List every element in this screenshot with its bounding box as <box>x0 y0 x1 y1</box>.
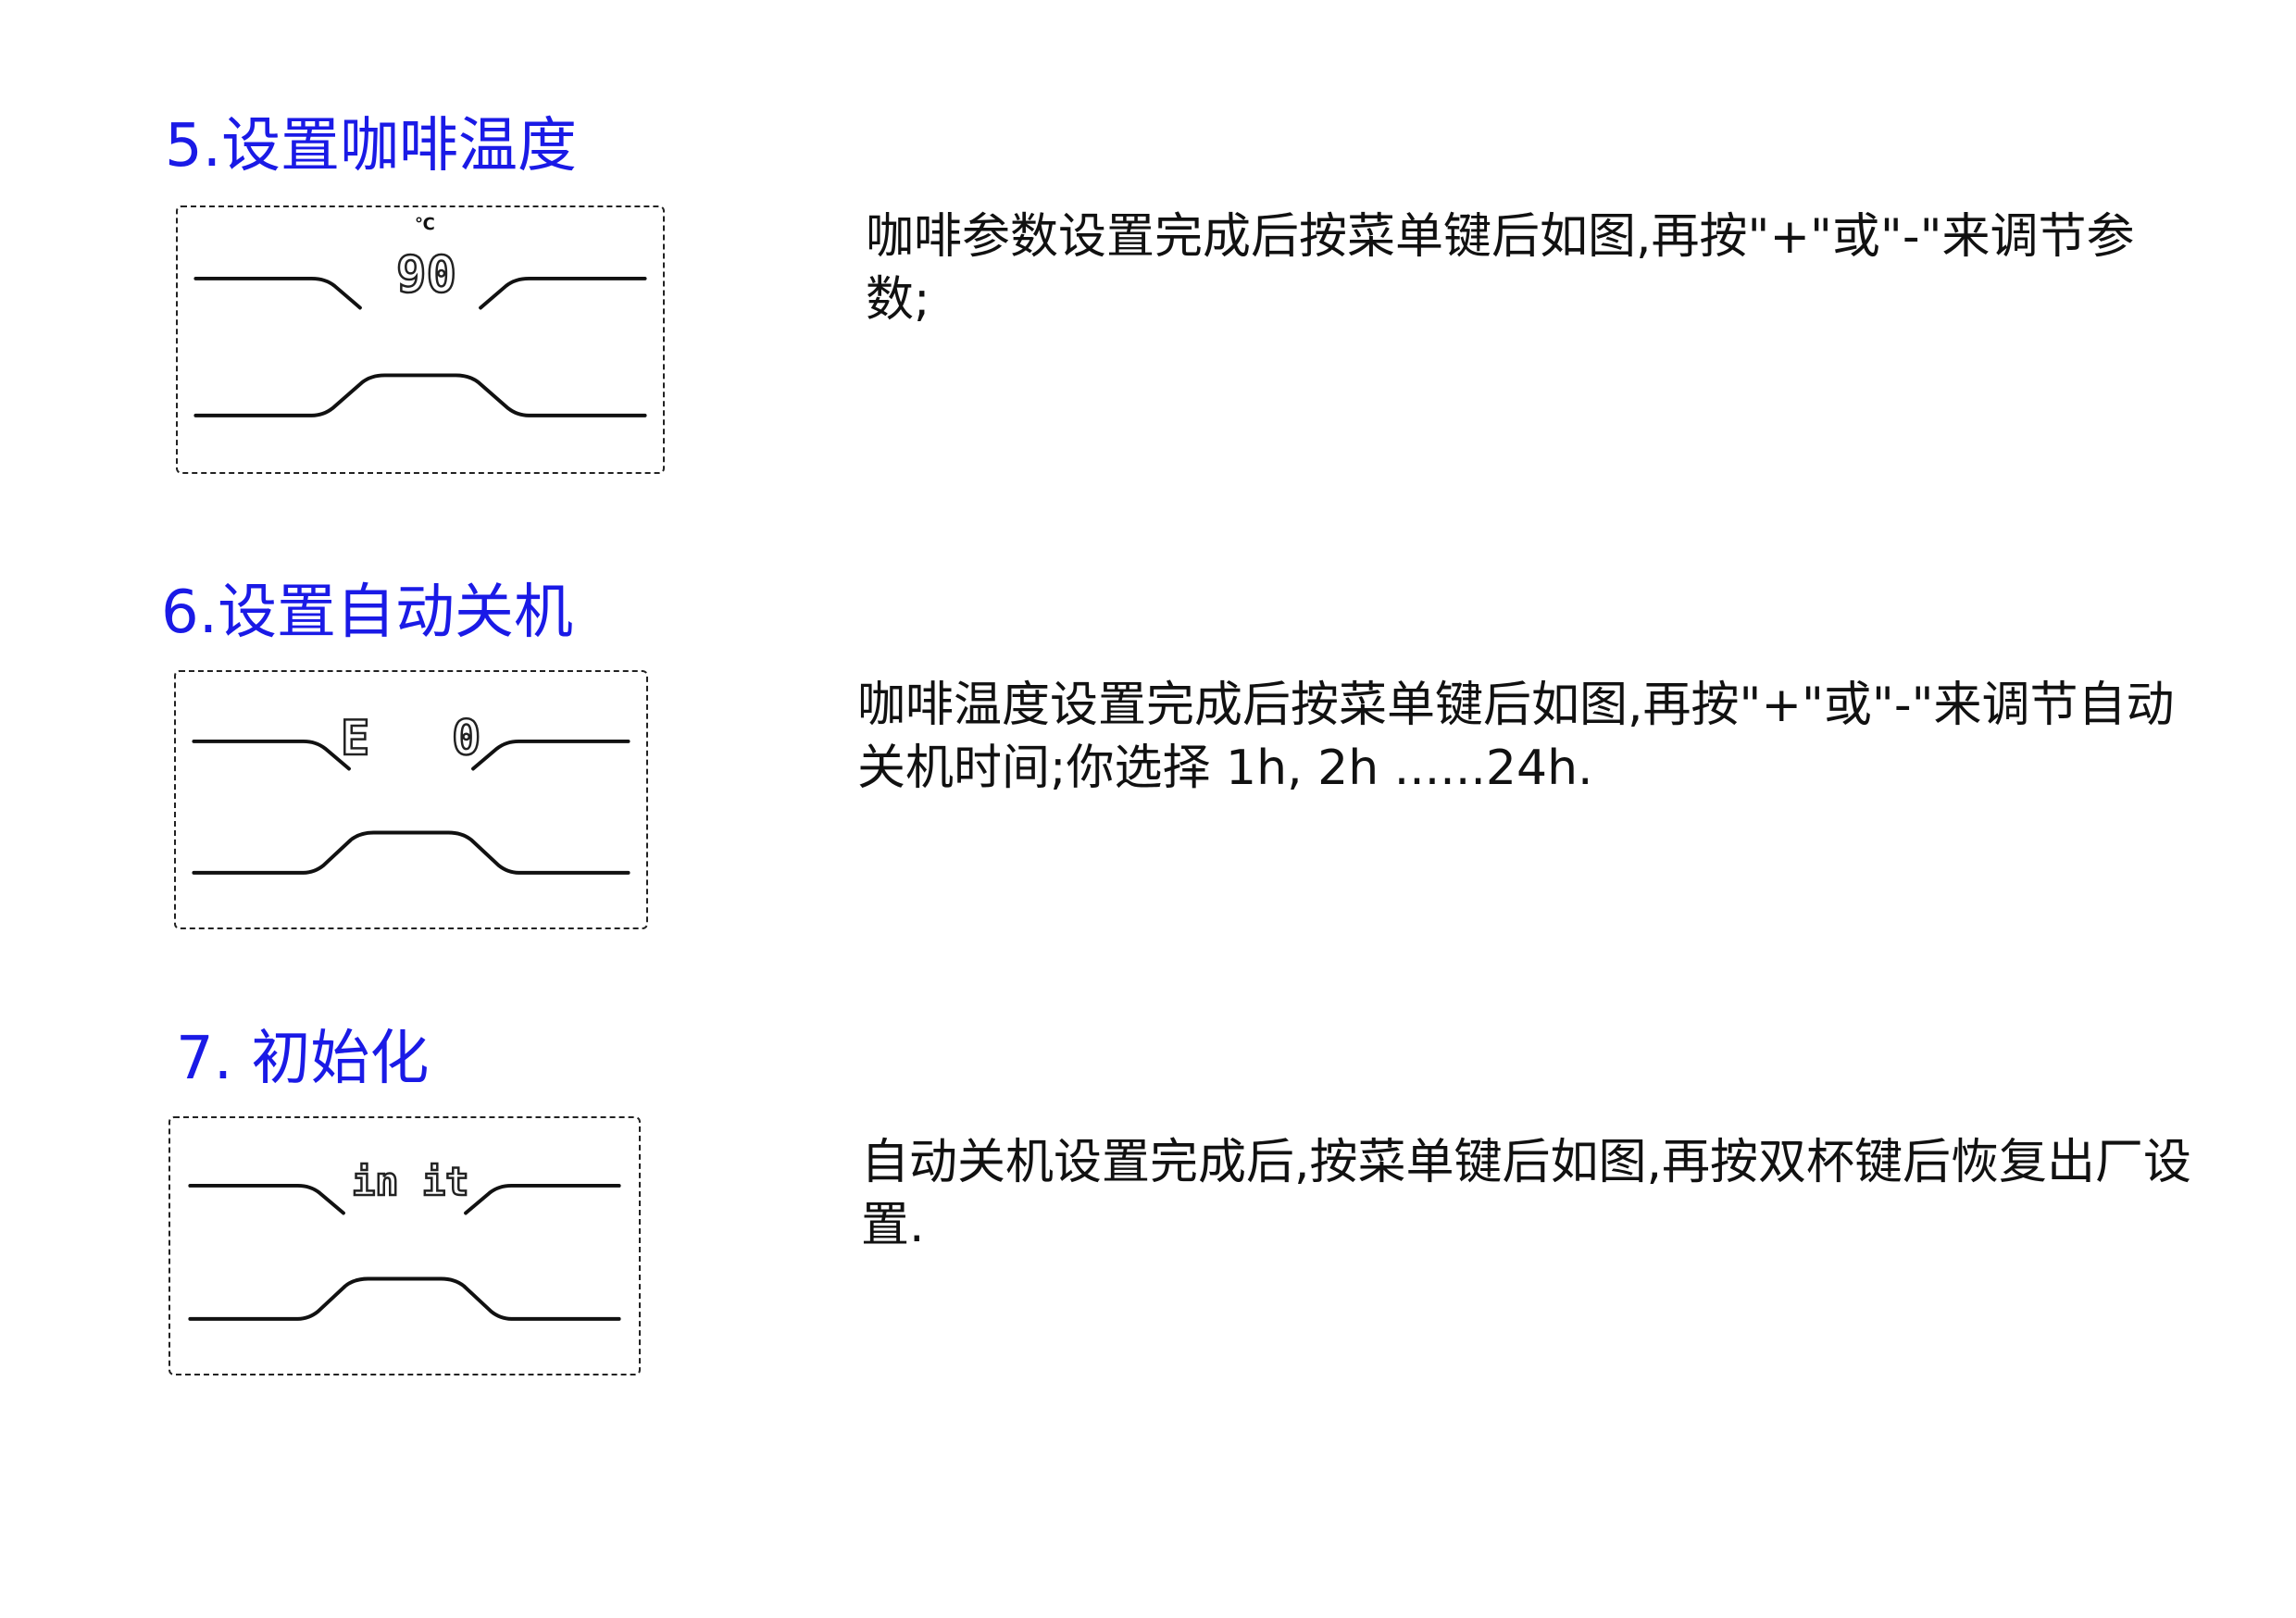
lcd-temperature-value: 90 <box>395 245 458 304</box>
lcd-lower-curve <box>188 1276 621 1321</box>
section-6-description: 咖啡温度设置完成后按菜单键后如图,再按"+"或"-"来调节自动关机时间;你选择 … <box>857 678 2175 796</box>
lcd-display-auto-off: E 0 <box>174 670 648 929</box>
lcd-upper-left-curve <box>192 739 351 771</box>
lcd-auto-off-value: 0 <box>451 711 482 766</box>
lcd-upper-right-curve <box>471 739 630 771</box>
section-7-heading: 7. 初始化 <box>176 1025 430 1093</box>
section-7-description: 自动关机设置完成后,按菜单键后如图,再按双杯键后恢复出厂设置. <box>861 1135 2192 1253</box>
lcd-lower-curve <box>193 373 647 417</box>
lcd-outline-curves <box>192 739 630 875</box>
lcd-display-init: in it <box>168 1116 641 1375</box>
lcd-display-temperature: ℃ 90 <box>176 205 665 474</box>
lcd-upper-left-curve <box>188 1183 345 1215</box>
lcd-upper-right-curve <box>479 276 647 310</box>
lcd-upper-right-curve <box>464 1183 621 1215</box>
lcd-lower-curve <box>192 830 630 875</box>
section-5-description: 咖啡参数设置完成后按菜单键后如图,再按"+"或"-"来调节参数; <box>866 209 2135 328</box>
lcd-init-text: in it <box>351 1159 470 1204</box>
lcd-upper-left-curve <box>193 276 362 310</box>
lcd-outline-curves <box>188 1183 621 1321</box>
celsius-unit-icon: ℃ <box>415 215 435 234</box>
section-6-heading: 6.设置自动关机 <box>161 579 574 647</box>
lcd-outline-curves <box>193 276 647 417</box>
section-5-heading: 5.设置咖啡温度 <box>165 112 578 180</box>
lcd-auto-off-letter: E <box>340 711 371 766</box>
